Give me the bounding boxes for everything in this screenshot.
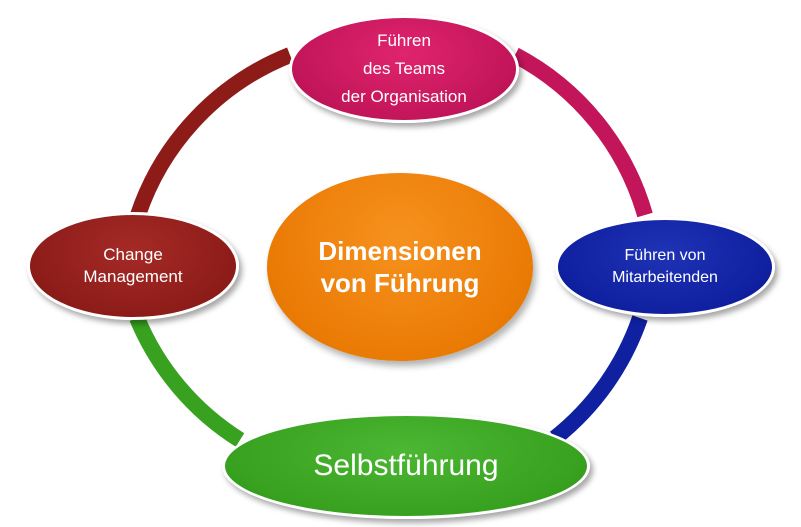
node-selbstfuehrung: Selbstführung [222,413,590,519]
node-center-line-1: Dimensionen [318,236,482,266]
node-change-management: Change Management [27,212,239,320]
node-right-line-2: Mitarbeitenden [612,269,718,286]
node-top-line-1: Führen [377,31,431,50]
node-right-line-1: Führen von [624,247,706,264]
node-left-line-2: Management [83,267,183,286]
node-center-dimensionen: Dimensionen von Führung [267,173,533,361]
node-top-line-3: der Organisation [341,87,467,106]
node-bottom-line-1: Selbstführung [313,449,499,482]
node-left-line-1: Change [103,245,163,264]
ring-segment-top-left [130,47,293,218]
ring-segment-top-right [511,47,653,218]
node-team-organisation: Führen des Teams der Organisation [289,15,519,123]
node-mitarbeitende: Führen von Mitarbeitenden [555,217,775,317]
ring-segment-right-bottom [549,315,648,445]
node-center-line-2: von Führung [320,268,480,298]
node-top-line-2: des Teams [363,59,445,78]
ring-segment-bottom-left [129,314,245,447]
